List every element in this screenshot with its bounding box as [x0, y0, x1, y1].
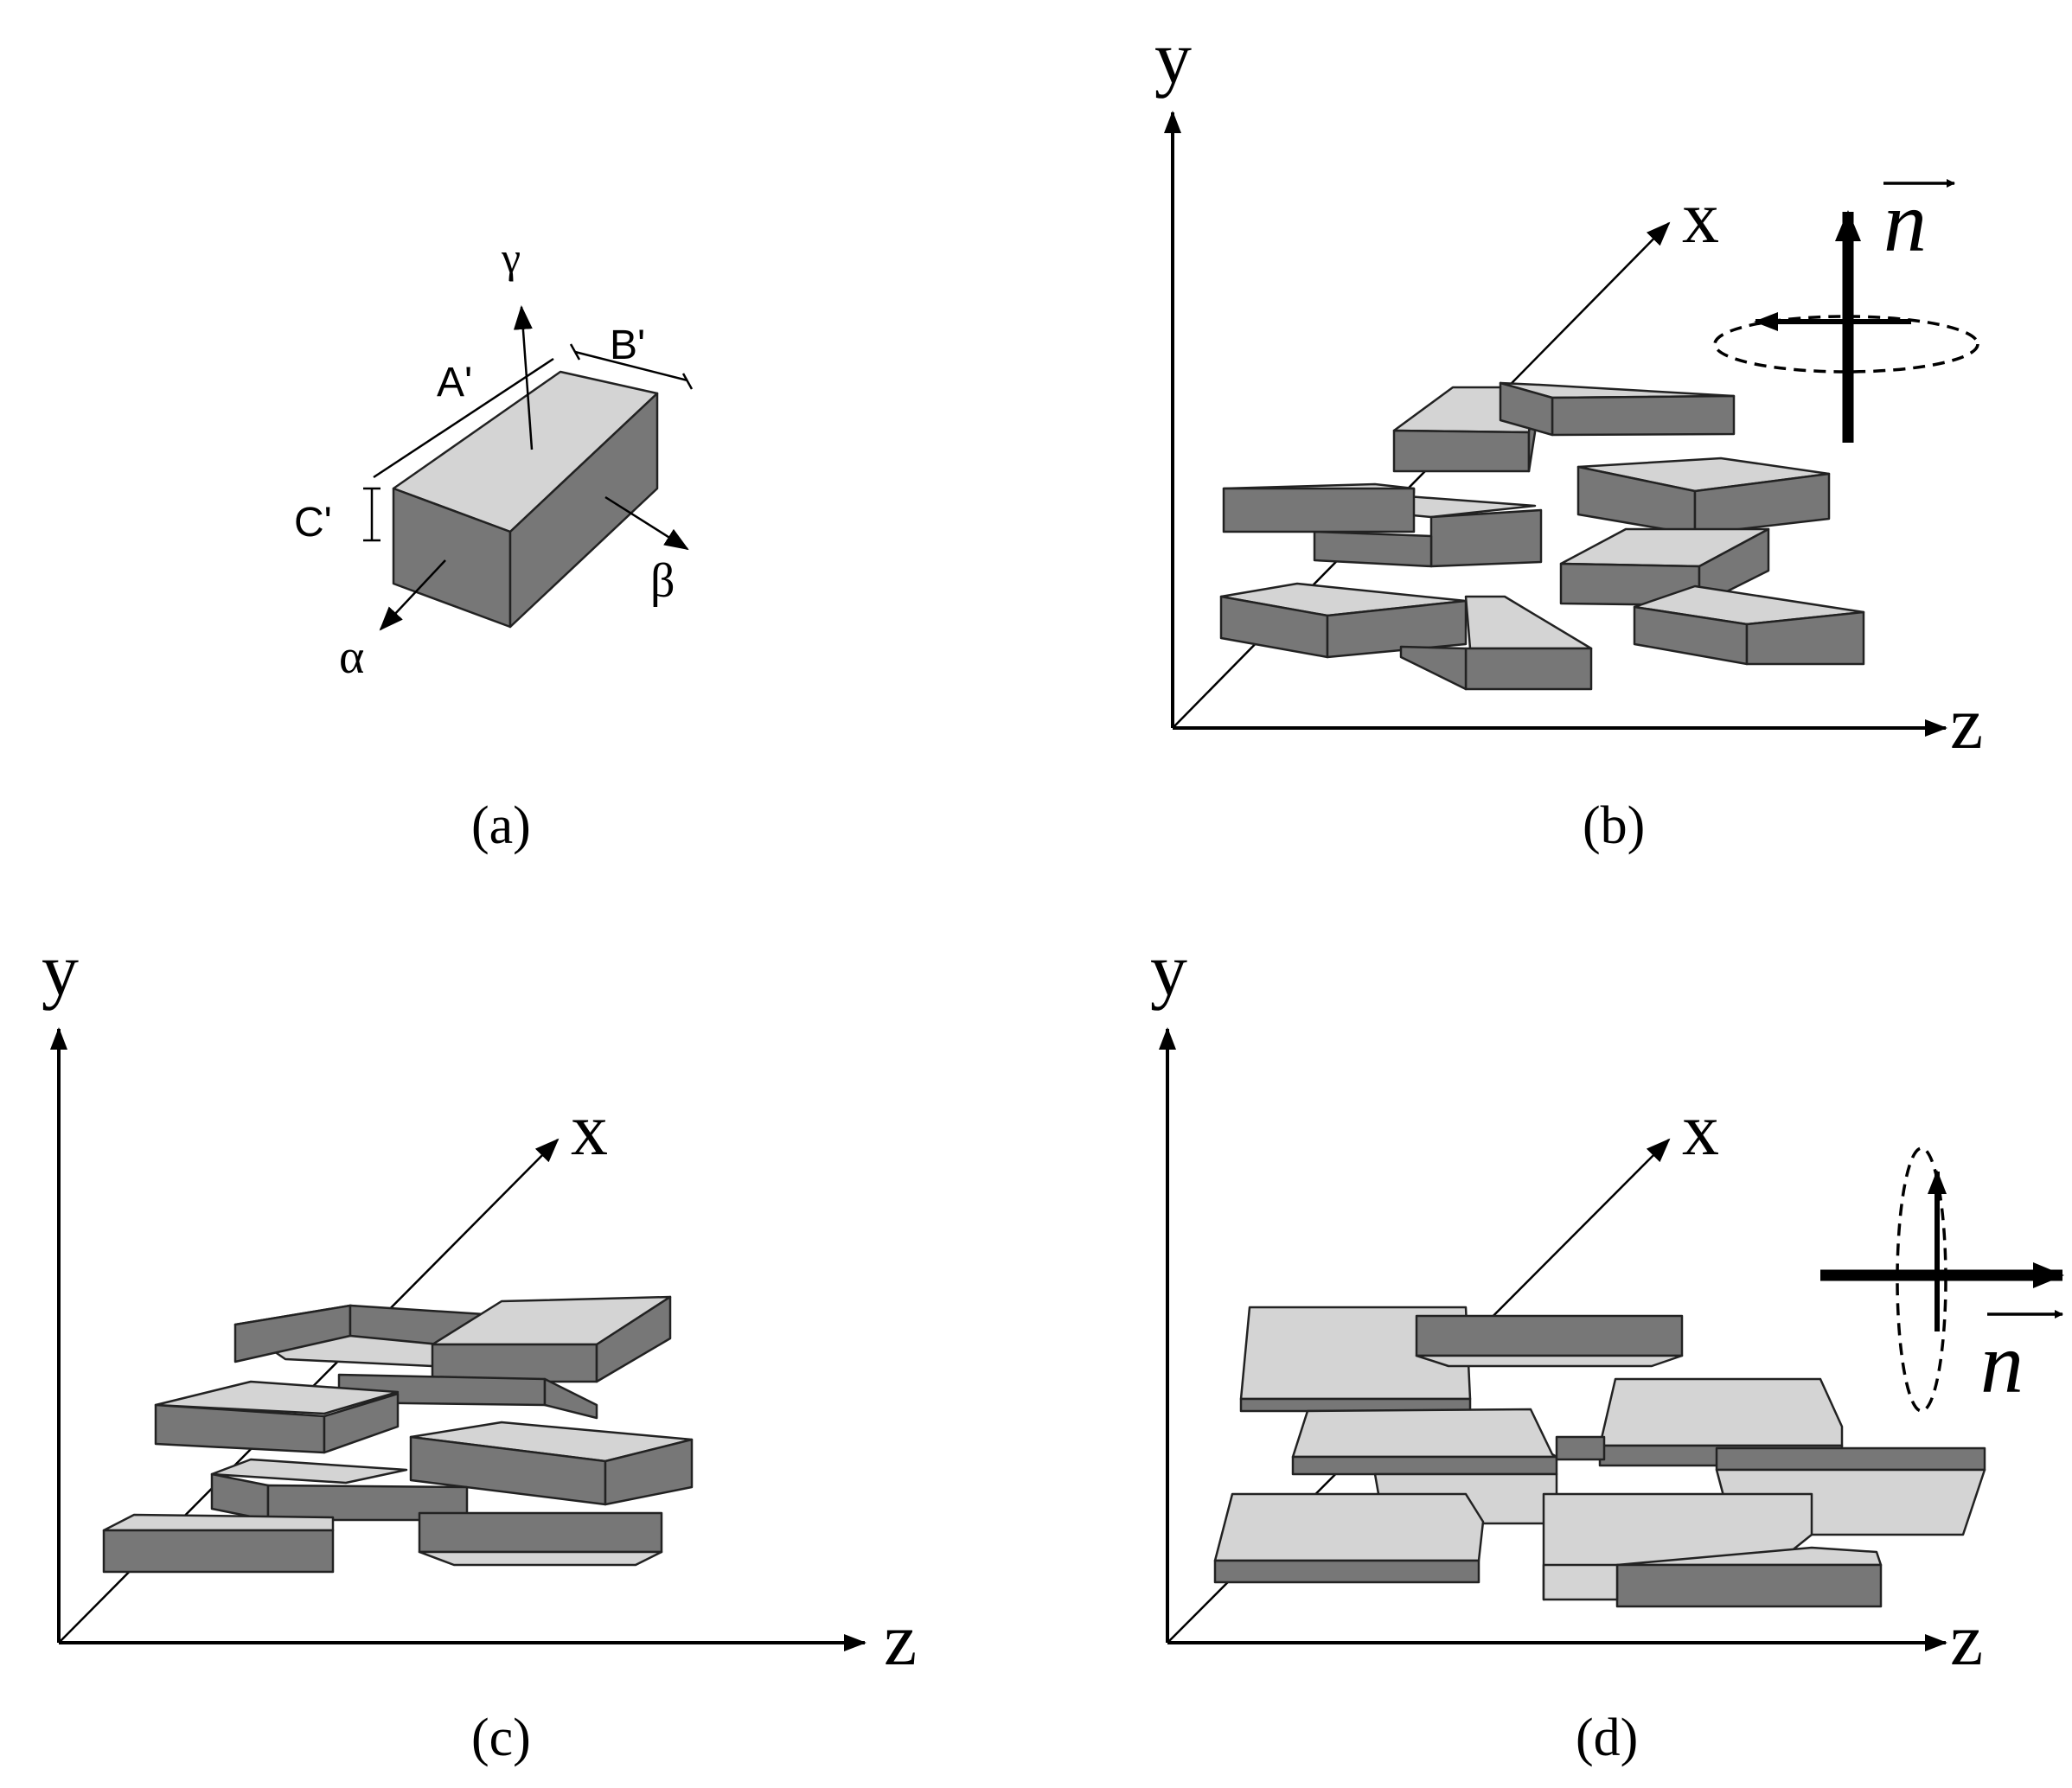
a-prime-dimension: [373, 357, 554, 479]
alpha-label: α: [339, 630, 364, 684]
gamma-label: γ: [501, 233, 521, 282]
panel-d: y x z: [1150, 928, 2064, 1767]
panel-a: γ A' B' C' β α (a): [294, 233, 694, 855]
a-prime-label: A': [437, 360, 472, 405]
beta-arrow: [604, 495, 689, 551]
z-axis-label: z: [1950, 681, 1983, 764]
director-rotation-symbol: n: [1713, 174, 1979, 443]
caption-c: (c): [471, 1708, 531, 1767]
rotation-ellipse: [1713, 315, 1979, 374]
y-axis-label: y: [1154, 16, 1192, 99]
panel-b: y x z: [1154, 16, 1983, 855]
director-n-label: n: [1883, 174, 1927, 270]
z-axis-label: z: [1950, 1598, 1983, 1681]
b-prime-label: B': [610, 322, 645, 368]
caption-b: (b): [1583, 796, 1645, 855]
y-axis-label: y: [1150, 928, 1187, 1011]
x-axis-label: x: [1682, 1088, 1719, 1171]
particles-aligned: [1213, 1306, 1986, 1608]
z-axis-label: z: [884, 1598, 917, 1681]
panel-c: y x z: [42, 928, 917, 1767]
particles-random: [102, 1295, 694, 1574]
x-axis-label: x: [1682, 176, 1719, 259]
c-prime-label: C': [294, 500, 332, 546]
particle-block: [392, 370, 659, 629]
caption-d: (d): [1576, 1708, 1638, 1767]
alpha-arrow: [379, 559, 446, 631]
director-n-label: n: [1980, 1315, 2024, 1411]
particles-isotropic-in-plane: [1219, 381, 1865, 691]
b-prime-dimension: [574, 350, 688, 382]
gamma-arrow: [513, 305, 534, 450]
x-axis-label: x: [571, 1088, 608, 1171]
beta-label: β: [650, 554, 675, 608]
caption-a: (a): [471, 796, 531, 855]
director-rotation-symbol: n: [1820, 1146, 2064, 1413]
y-axis-label: y: [42, 928, 79, 1011]
